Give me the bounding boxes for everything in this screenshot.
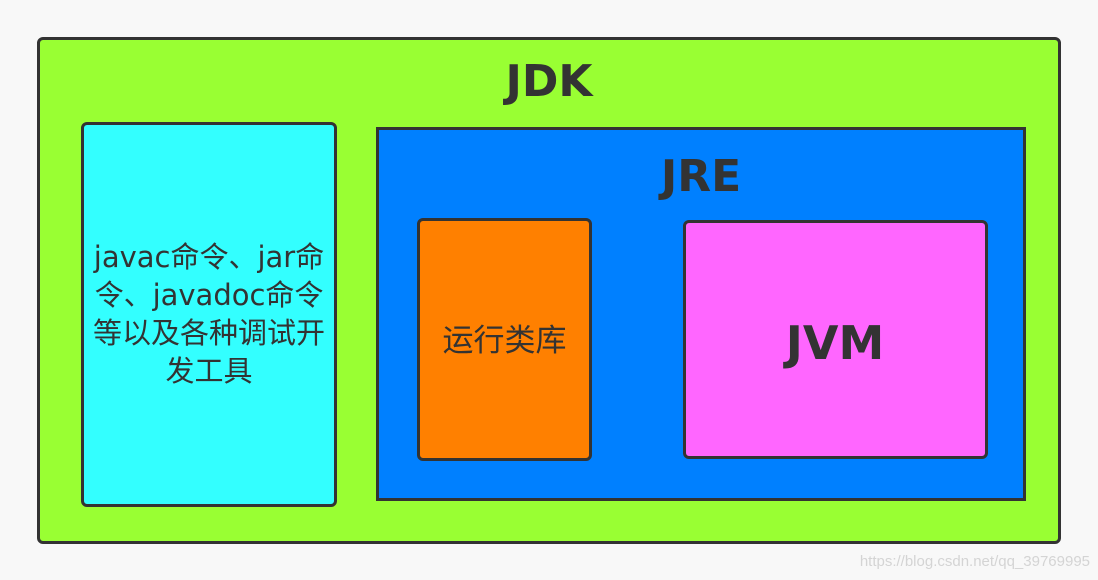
runtime-library-label: 运行类库 [442,323,567,359]
watermark: https://blog.csdn.net/qq_39769995 [859,553,1090,570]
jre-label: JRE [660,151,742,202]
runtime-library-box [417,218,592,461]
jvm-label: JVM [785,316,885,370]
dev-tools-box [81,122,337,507]
jvm-box [683,220,988,459]
jdk-label: JDK [505,56,593,107]
dev-tools-label: javac命令、jar命令、javadoc命令等以及各种调试开发工具 [92,240,325,388]
